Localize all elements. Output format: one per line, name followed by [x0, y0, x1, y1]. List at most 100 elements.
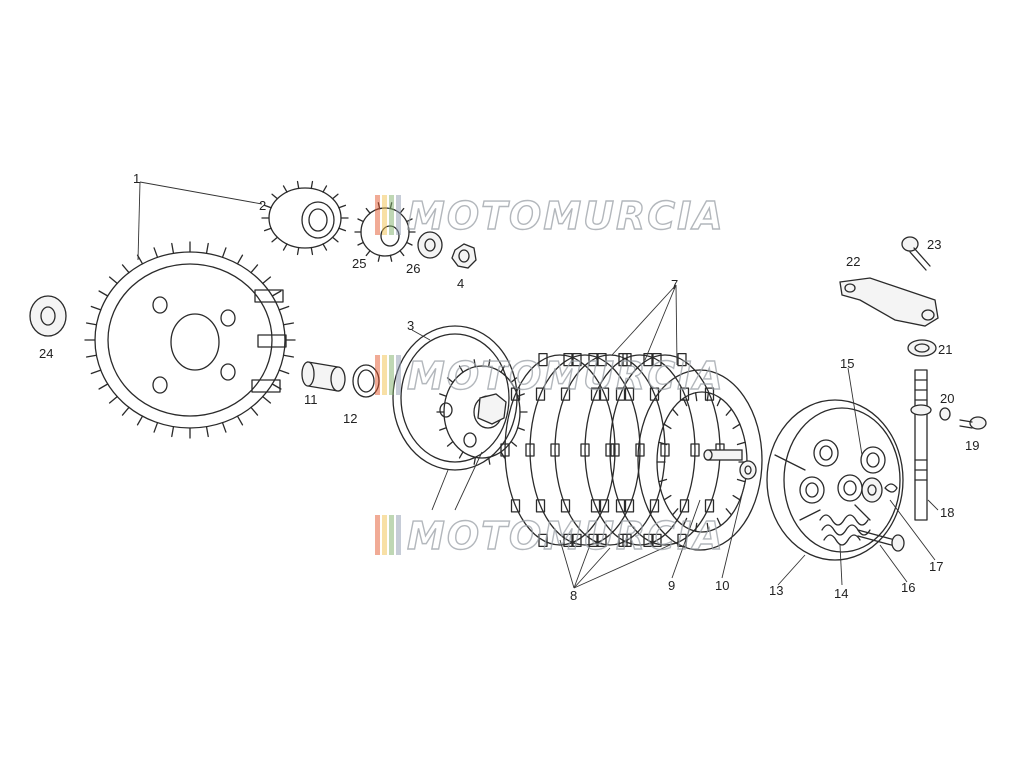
- part-3-clutch-hub: [392, 325, 528, 471]
- gear-tooth: [389, 254, 393, 262]
- gear-tooth: [171, 426, 175, 438]
- gear-tooth: [205, 426, 209, 438]
- gear-tooth: [205, 242, 209, 254]
- gear-tooth: [250, 406, 259, 416]
- callout-11: 11: [304, 392, 318, 407]
- gear-tooth: [510, 377, 518, 384]
- clutch-plate: [554, 354, 666, 546]
- gear-tooth: [517, 427, 525, 431]
- gear-tooth: [399, 250, 405, 257]
- gear-tooth: [153, 247, 159, 258]
- part-21-seal: [907, 339, 937, 357]
- callout-19: 19: [965, 438, 979, 453]
- plate-tab: [538, 533, 548, 548]
- plate-tab: [590, 387, 601, 401]
- gear-tooth: [732, 494, 741, 501]
- part-11-bushing: [301, 361, 346, 392]
- gear-tooth: [153, 422, 159, 433]
- plate-tab: [643, 533, 653, 548]
- gear-tooth: [108, 276, 118, 285]
- plate-tab: [535, 499, 546, 513]
- gear-tooth: [671, 508, 679, 516]
- plate-tab: [605, 443, 615, 457]
- plate-tab: [563, 533, 573, 548]
- gear-tooth: [108, 395, 118, 404]
- gear-tooth: [736, 478, 746, 483]
- plate-tab: [679, 499, 690, 513]
- gear-tooth: [136, 415, 144, 426]
- part-23-bolt: [901, 236, 931, 271]
- plate-tab: [535, 387, 546, 401]
- plate-tab: [624, 499, 635, 513]
- gear-tooth: [221, 247, 227, 258]
- plate-tab: [615, 387, 626, 401]
- part-2-gear: [261, 180, 349, 256]
- gear-tooth: [98, 383, 109, 390]
- gear-tooth: [271, 236, 279, 243]
- callout-20: 20: [940, 391, 954, 406]
- part-26-washer: [417, 231, 443, 259]
- gear-tooth: [338, 227, 347, 232]
- gear-tooth: [282, 322, 295, 326]
- plate-tab: [649, 499, 660, 513]
- gear-tooth: [322, 243, 328, 251]
- gear-tooth: [405, 218, 413, 223]
- gear-tooth: [446, 377, 454, 384]
- plate-tab: [618, 533, 628, 548]
- part-14-spring: [819, 514, 871, 546]
- gear-tooth: [405, 241, 413, 246]
- gear-tooth: [271, 193, 279, 200]
- part-22-lever: [839, 277, 939, 327]
- callout-7: 7: [671, 277, 678, 292]
- gear-tooth: [658, 441, 668, 446]
- part-18-shaft: [910, 369, 932, 521]
- plate-tab: [599, 499, 610, 513]
- callout-4: 4: [457, 276, 464, 291]
- gear-tooth: [310, 246, 314, 256]
- plate-tab: [615, 499, 626, 513]
- gear-tooth: [510, 440, 518, 447]
- gear-tooth: [458, 451, 464, 459]
- gear-tooth: [310, 180, 314, 190]
- plate-tab: [580, 443, 590, 457]
- gear-tooth: [473, 456, 477, 465]
- plate-tab: [572, 352, 582, 367]
- plate-tab: [588, 533, 598, 548]
- callout-24: 24: [39, 346, 53, 361]
- plate-tab: [635, 443, 645, 457]
- plate-tab: [563, 352, 573, 367]
- part-19-screw: [959, 416, 987, 430]
- gear-tooth: [365, 207, 371, 214]
- gear-tooth: [732, 423, 741, 430]
- gear-tooth: [716, 397, 722, 407]
- gear-tooth: [487, 359, 491, 368]
- gear-tooth: [296, 180, 300, 190]
- gear-tooth: [446, 440, 454, 447]
- gear-tooth: [663, 423, 672, 430]
- callout-15: 15: [840, 356, 854, 371]
- gear-tooth: [262, 276, 272, 285]
- gear-tooth: [121, 406, 130, 416]
- callout-14: 14: [834, 586, 848, 601]
- gear-tooth: [263, 204, 272, 209]
- gear-tooth: [85, 322, 98, 326]
- gear-tooth: [357, 241, 365, 246]
- callout-13: 13: [769, 583, 783, 598]
- gear-tooth: [282, 354, 295, 358]
- plate-tab: [704, 499, 715, 513]
- gear-tooth: [658, 478, 668, 483]
- plate-tab: [538, 352, 548, 367]
- part-13-clutch-cover: [766, 399, 904, 561]
- gear-tooth: [357, 218, 365, 223]
- part-1-clutch-housing: [84, 241, 296, 439]
- part-7-8-clutch-plates: [500, 352, 725, 548]
- gear-tooth: [282, 185, 288, 193]
- gear-tooth: [736, 441, 746, 446]
- watermark-3: MOTOMURCIA: [375, 513, 723, 559]
- callout-26: 26: [406, 261, 420, 276]
- part-24-washer: [29, 295, 67, 337]
- gear-tooth: [716, 517, 722, 527]
- watermark-2: MOTOMURCIA: [375, 353, 723, 399]
- gear-tooth: [90, 305, 102, 311]
